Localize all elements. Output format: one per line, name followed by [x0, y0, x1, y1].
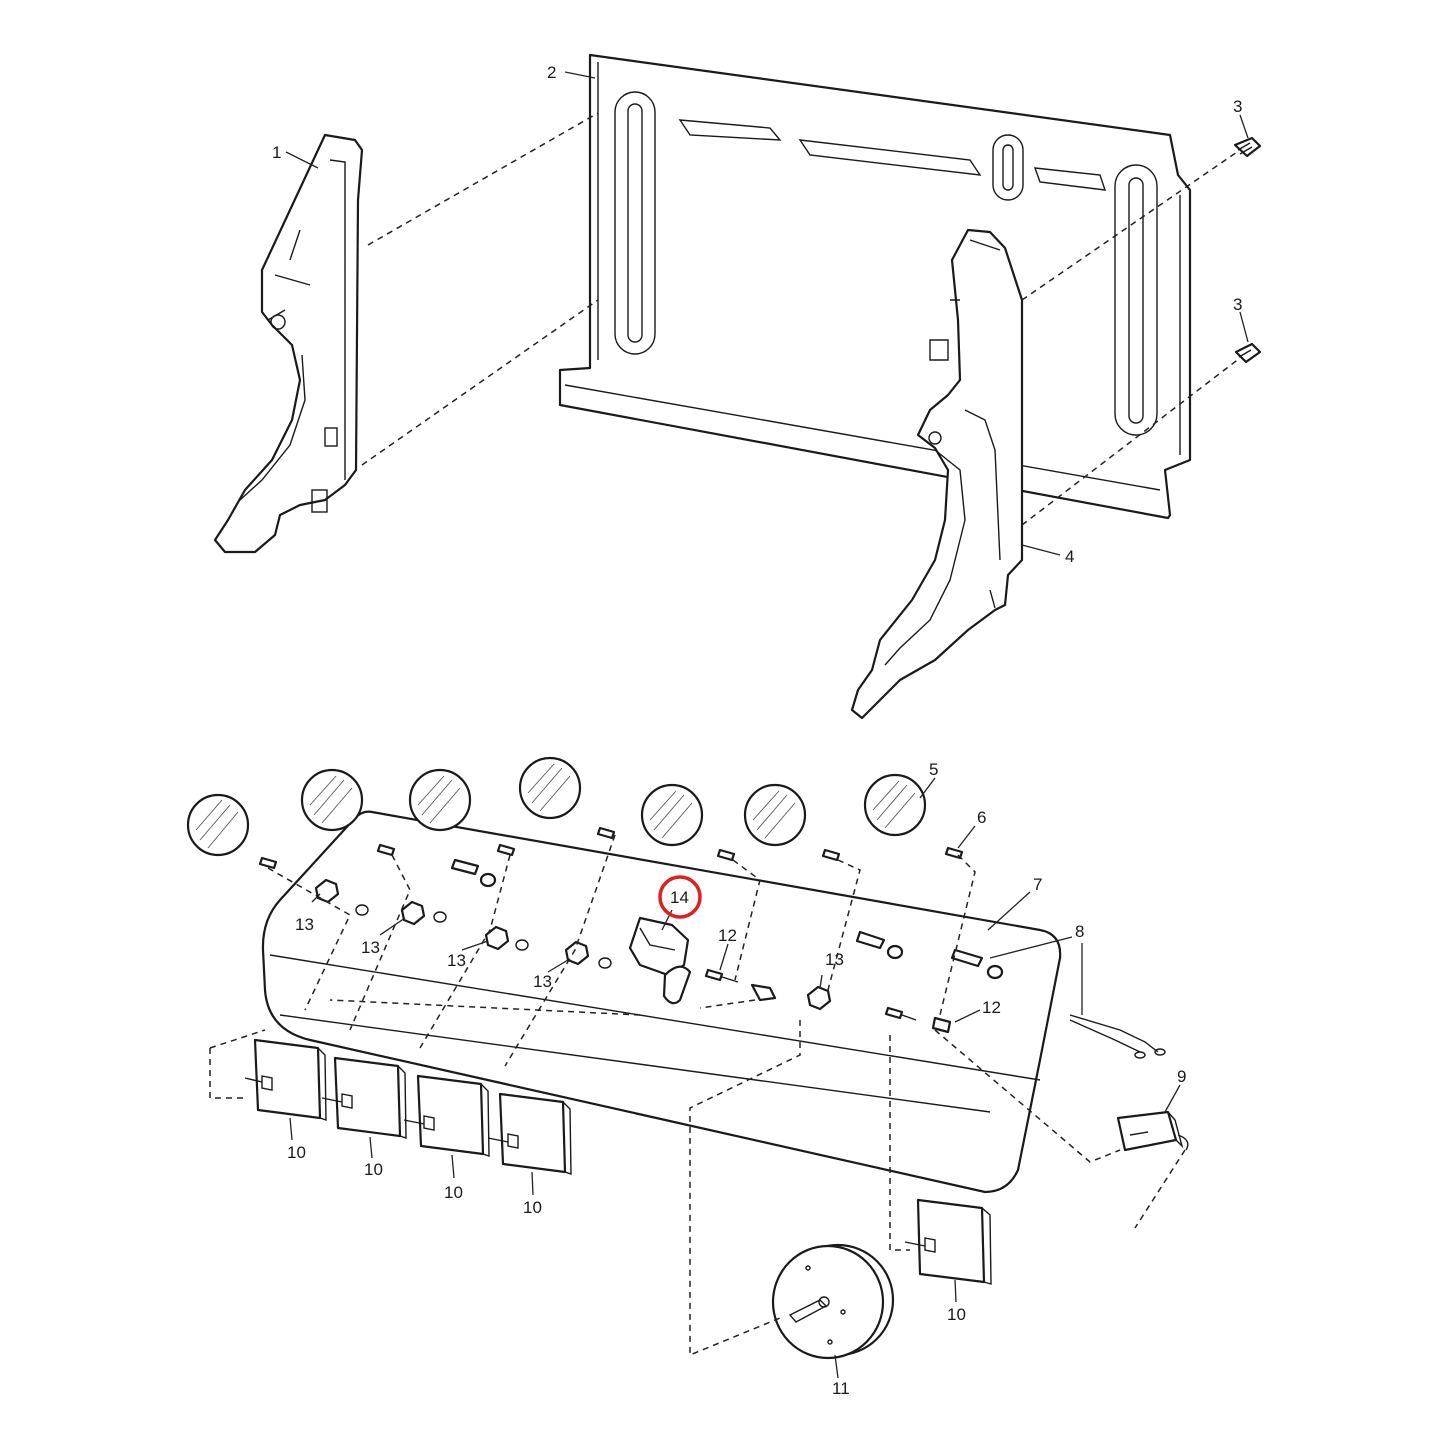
- callout-6: 6: [977, 808, 986, 827]
- callout-13-second: 13: [361, 938, 380, 957]
- callout-12-first: 12: [718, 926, 737, 945]
- callout-13-fifth: 13: [825, 950, 844, 969]
- knob-1: [186, 793, 250, 857]
- back-panel-part: [558, 53, 1192, 520]
- callout-3-top: 3: [1233, 97, 1242, 116]
- callout-10-fourth: 10: [523, 1198, 542, 1217]
- callout-12-second: 12: [982, 998, 1001, 1017]
- knob-6: [743, 783, 807, 847]
- panel-screws-group: [704, 968, 952, 1034]
- callout-3-bottom: 3: [1233, 295, 1242, 314]
- regulator-4: [487, 1092, 572, 1175]
- callout-11: 11: [832, 1379, 850, 1398]
- screw-top-part: [1233, 136, 1262, 158]
- control-panel-housing-part: [261, 810, 1062, 1194]
- callout-7: 7: [1033, 875, 1042, 894]
- callout-10-second: 10: [364, 1160, 383, 1179]
- knob-7: [863, 773, 927, 837]
- callout-2: 2: [547, 63, 556, 82]
- callout-8: 8: [1075, 922, 1084, 941]
- indicator-lamps-group: [450, 858, 1004, 980]
- callout-10-first: 10: [287, 1143, 306, 1162]
- regulators-group: [244, 1038, 992, 1285]
- assembly-lines-upper: [361, 112, 1241, 526]
- regulator-3: [403, 1074, 490, 1157]
- selector-switch-part: [628, 916, 692, 1005]
- callout-10-fifth: 10: [947, 1305, 966, 1324]
- callout-5: 5: [929, 760, 938, 779]
- knob-3: [408, 768, 472, 832]
- left-side-bracket-part: [213, 133, 364, 554]
- regulator-2: [321, 1056, 407, 1139]
- callout-13-fourth: 13: [533, 972, 552, 991]
- wire-harness-part: [1069, 1014, 1166, 1059]
- knob-5: [640, 783, 704, 847]
- timer-part: [771, 1243, 895, 1360]
- nuts-group: [314, 878, 832, 1011]
- knob-4: [518, 756, 582, 820]
- callout-4: 4: [1065, 547, 1074, 566]
- leader-lines: [285, 71, 1249, 1379]
- callout-10-third: 10: [444, 1183, 463, 1202]
- regulator-1: [244, 1038, 327, 1121]
- screw-bottom-part: [1234, 342, 1262, 364]
- highlight-ring: [658, 875, 702, 919]
- assembly-lines-lower: [209, 834, 1186, 1357]
- callouts: 1 2 3 3 4 5 6 7 8 9 10 10 10 10 10 11 12…: [272, 63, 1242, 1398]
- callout-13-first: 13: [295, 915, 314, 934]
- rocker-switch-part: [1116, 1110, 1189, 1152]
- callout-1: 1: [272, 143, 281, 162]
- knob-2: [300, 768, 364, 832]
- callout-13-third: 13: [447, 951, 466, 970]
- regulator-5: [904, 1198, 992, 1285]
- callout-9: 9: [1177, 1067, 1186, 1086]
- callout-14: 14: [670, 888, 689, 907]
- right-side-bracket-part: [850, 228, 1024, 720]
- knobs-group: [186, 756, 927, 857]
